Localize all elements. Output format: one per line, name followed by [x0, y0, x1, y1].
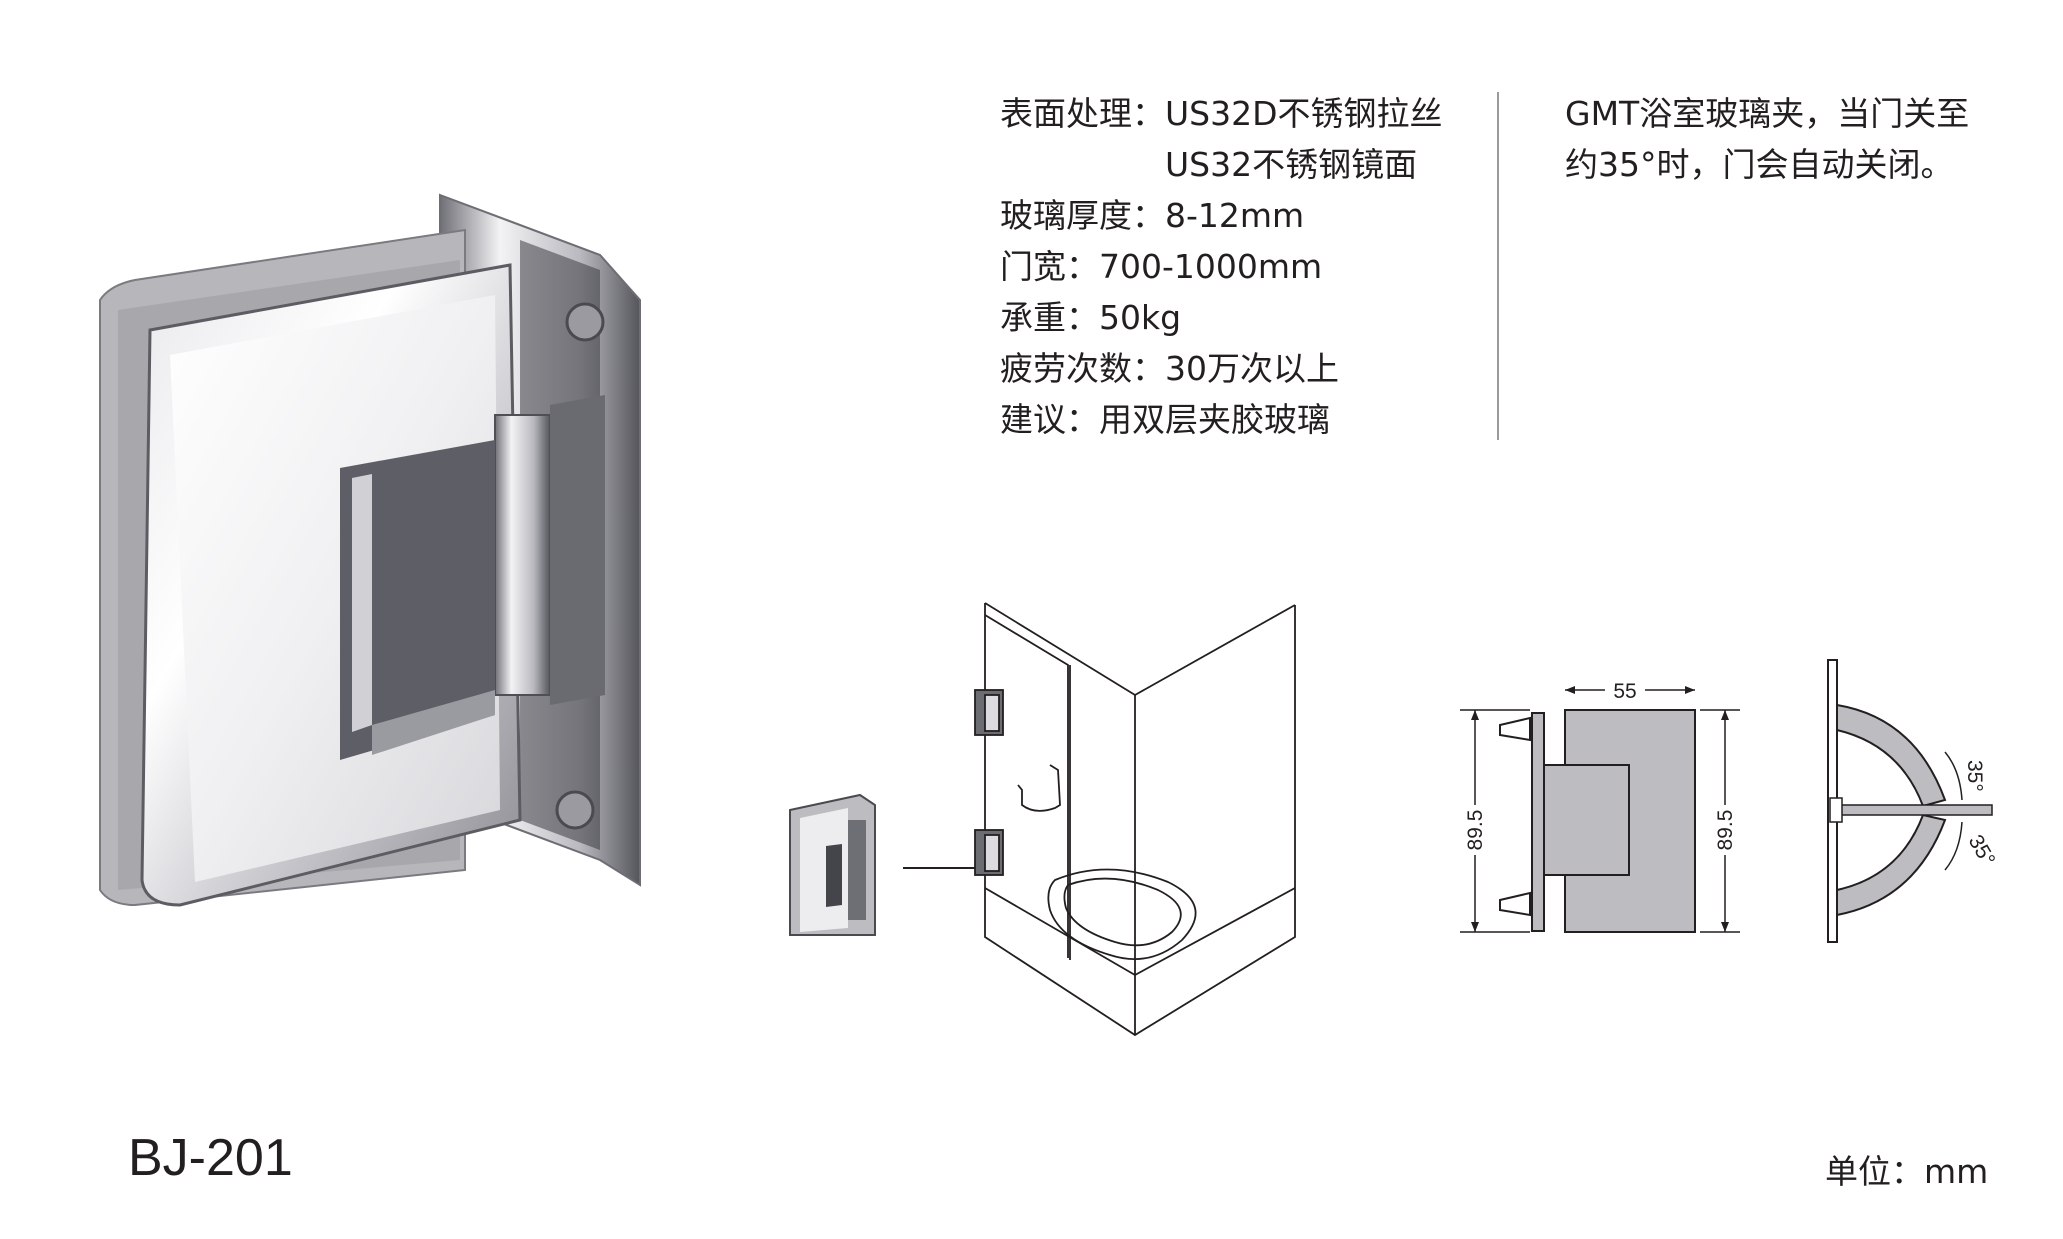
product-description: GMT浴室玻璃夹，当门关至 约35°时，门会自动关闭。	[1565, 88, 2005, 190]
dimension-height-left: 89.5	[1464, 810, 1487, 851]
description-line-1: GMT浴室玻璃夹，当门关至	[1565, 94, 1970, 133]
spec-surface-label: 表面处理：	[1000, 94, 1165, 133]
angle-bottom-label: 35°	[1964, 831, 2000, 870]
unit-label: 单位：mm	[1825, 1152, 1989, 1191]
model-number: BJ-201	[128, 1129, 293, 1187]
vertical-divider	[1497, 92, 1499, 440]
dimension-height-right: 89.5	[1714, 810, 1737, 851]
spec-advice: 建议：用双层夹胶玻璃	[1000, 400, 1330, 439]
shower-enclosure-drawing	[974, 602, 1296, 1037]
side-angle-drawing: 35° 35°	[1827, 659, 2000, 943]
hinge-photo	[99, 193, 641, 907]
spec-glass-thickness: 玻璃厚度：8-12mm	[1000, 196, 1305, 235]
spec-list: 表面处理：US32D不锈钢拉丝 US32不锈钢镜面 玻璃厚度：8-12mm 门宽…	[1000, 88, 1443, 445]
small-hinge	[789, 793, 876, 936]
dimension-width: 55	[1613, 680, 1636, 703]
front-dimension-drawing: 55 89.5 89.5	[1460, 678, 1740, 933]
description-line-2: 约35°时，门会自动关闭。	[1565, 145, 1954, 184]
angle-top-label: 35°	[1963, 760, 1986, 792]
spec-fatigue: 疲劳次数：30万次以上	[1000, 349, 1339, 388]
spec-surface-value-2: US32不锈钢镜面	[1165, 145, 1418, 184]
spec-load: 承重：50kg	[1000, 298, 1182, 337]
spec-door-width: 门宽：700-1000mm	[1000, 247, 1323, 286]
spec-surface: 表面处理：US32D不锈钢拉丝	[1000, 88, 1443, 139]
spec-surface-value-1: US32D不锈钢拉丝	[1165, 94, 1443, 133]
